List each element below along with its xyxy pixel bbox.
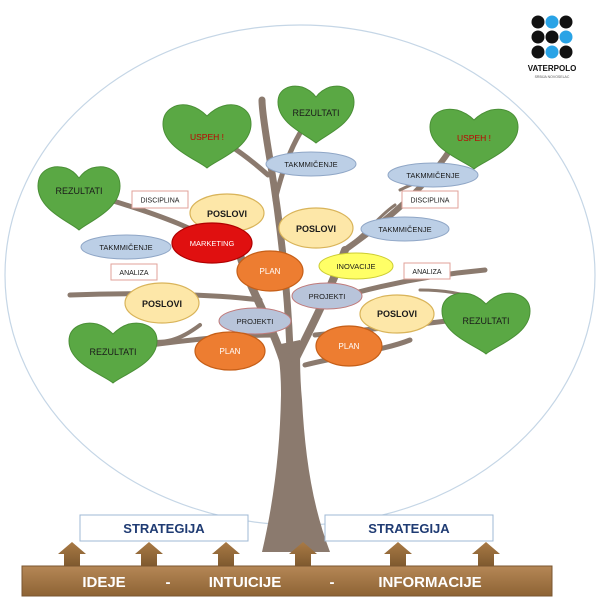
oval-label: POSLOVI	[296, 224, 336, 234]
logo-dots-icon	[531, 15, 573, 59]
oval-poslovi: POSLOVI	[124, 282, 200, 324]
oval-label: PROJEKTI	[237, 317, 274, 326]
heart-rezultati-right: REZULTATI	[441, 292, 531, 355]
oval-takmicenje: TAKMMIČENJE	[387, 162, 479, 188]
oval-poslovi: POSLOVI	[359, 294, 435, 334]
strategy-right-box: STRATEGIJA	[324, 514, 494, 542]
base-informacije: INFORMACIJE	[378, 574, 481, 591]
oval-label: MARKETING	[190, 239, 235, 248]
heart-label: USPEH !	[457, 133, 491, 143]
heart-label: REZULTATI	[463, 316, 510, 326]
base-separator: -	[330, 574, 335, 591]
oval-marketing: MARKETING	[171, 222, 253, 264]
up-arrows	[58, 542, 500, 566]
base-intuicije: INTUICIJE	[209, 574, 282, 591]
oval-label: PLAN	[339, 342, 360, 351]
heart-label: USPEH !	[190, 132, 224, 142]
oval-takmicenje: TAKMMIČENJE	[80, 234, 172, 260]
heart-label: REZULTATI	[56, 186, 103, 196]
oval-label: POSLOVI	[377, 309, 417, 319]
oval-poslovi: POSLOVI	[278, 207, 354, 249]
oval-label: PROJEKTI	[309, 292, 346, 301]
heart-uspeh-left: USPEH !	[162, 104, 252, 169]
heart-uspeh-right: USPEH !	[429, 108, 519, 170]
tag-label: DISCIPLINA	[411, 198, 450, 205]
trunk	[262, 340, 330, 552]
oval-label: TAKMMIČENJE	[406, 171, 459, 180]
oval-takmicenje: TAKMMIČENJE	[360, 216, 450, 242]
logo-subtitle: SRBIJA NOVOSELAC	[535, 75, 570, 79]
oval-projekti: PROJEKTI	[218, 307, 292, 335]
strategy-left-label: STRATEGIJA	[123, 521, 205, 536]
up-arrow-icon	[472, 542, 500, 566]
oval-plan: PLAN	[194, 331, 266, 371]
base-separator: -	[166, 574, 171, 591]
tag-analiza: ANALIZA	[110, 263, 158, 281]
oval-plan: PLAN	[315, 325, 383, 367]
oval-label: TAKMMIČENJE	[99, 243, 152, 252]
tag-label: DISCIPLINA	[141, 198, 180, 205]
up-arrow-icon	[384, 542, 412, 566]
oval-label: PLAN	[220, 347, 241, 356]
tag-analiza: ANALIZA	[403, 262, 451, 280]
base-bar: IDEJE - INTUICIJE - INFORMACIJE	[21, 565, 553, 597]
logo-name: VATERPOLO	[528, 64, 577, 73]
oval-takmicenje: TAKMMIČENJE	[265, 151, 357, 177]
oval-projekti: PROJEKTI	[291, 282, 363, 310]
heart-rezultati-top: REZULTATI	[277, 85, 355, 144]
hearts: REZULTATI USPEH ! REZULTATI USPEH ! REZU…	[37, 85, 531, 384]
oval-inovacije: INOVACIJE	[318, 252, 394, 280]
heart-label: REZULTATI	[293, 108, 340, 118]
oval-label: TAKMMIČENJE	[284, 160, 337, 169]
up-arrow-icon	[289, 542, 317, 566]
strategy-right-label: STRATEGIJA	[368, 521, 450, 536]
logo: VATERPOLO SRBIJA NOVOSELAC	[528, 15, 577, 79]
oval-label: POSLOVI	[142, 299, 182, 309]
base-ideje: IDEJE	[82, 574, 125, 591]
oval-label: TAKMMIČENJE	[378, 225, 431, 234]
oval-label: POSLOVI	[207, 209, 247, 219]
up-arrow-icon	[58, 542, 86, 566]
heart-rezultati-bottom-left: REZULTATI	[68, 322, 158, 384]
ovals: TAKMMIČENJE TAKMMIČENJE POSLOVI POSLOVI …	[80, 151, 479, 371]
tag-label: ANALIZA	[119, 270, 149, 277]
oval-plan: PLAN	[236, 250, 304, 292]
tag-disciplina: DISCIPLINA	[401, 190, 459, 209]
tag-disciplina: DISCIPLINA	[131, 190, 189, 209]
heart-rezultati-left: REZULTATI	[37, 166, 121, 231]
tags: DISCIPLINA DISCIPLINA ANALIZA ANALIZA	[110, 190, 459, 281]
oval-label: INOVACIJE	[336, 262, 375, 271]
tag-label: ANALIZA	[412, 269, 442, 276]
strategy-left-box: STRATEGIJA	[79, 514, 249, 542]
oval-label: PLAN	[260, 267, 281, 276]
up-arrow-icon	[212, 542, 240, 566]
heart-label: REZULTATI	[90, 347, 137, 357]
up-arrow-icon	[135, 542, 163, 566]
